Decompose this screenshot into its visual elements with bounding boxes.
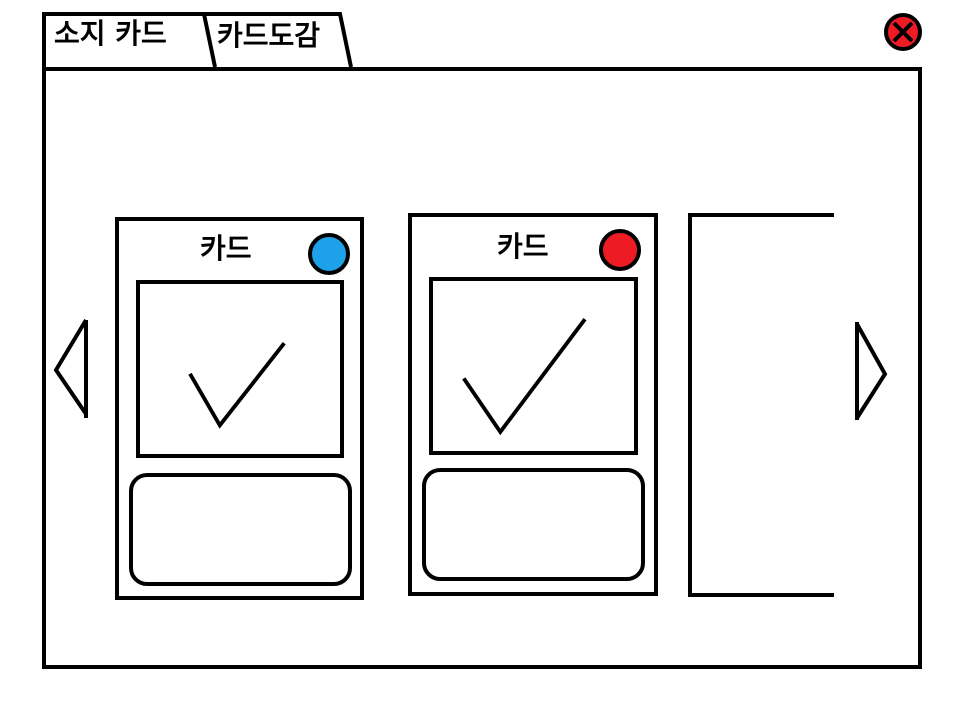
card-image: [136, 280, 344, 458]
checkmark-icon: [462, 318, 587, 436]
tab-owned-cards-label: 소지 카드: [54, 17, 167, 50]
card-description-box: [129, 473, 352, 586]
tab-bar: [42, 12, 353, 69]
tab-owned-cards[interactable]: 소지 카드: [46, 16, 206, 66]
tab-owned-cards-outline: [42, 12, 217, 69]
tab-card-collection-outline: [204, 12, 353, 68]
triangle-right-icon: [855, 322, 888, 420]
prev-button[interactable]: [52, 318, 92, 420]
close-icon-stroke: [892, 21, 914, 43]
next-button[interactable]: [851, 320, 891, 424]
triangle-left-icon: [53, 318, 88, 418]
card-dot-indicator: [599, 229, 641, 271]
card-item[interactable]: 카드: [408, 213, 658, 596]
close-button[interactable]: [883, 12, 923, 52]
card-item[interactable]: 카드: [115, 217, 364, 600]
card-item-partial[interactable]: [688, 213, 834, 597]
checkmark-icon: [188, 342, 286, 429]
card-title: 카드: [497, 230, 549, 263]
card-image: [429, 277, 638, 455]
card-dot-indicator: [308, 233, 350, 275]
close-icon: [884, 13, 922, 51]
tab-card-collection[interactable]: 카드도감: [212, 16, 346, 66]
tab-card-collection-label: 카드도감: [217, 19, 321, 52]
card-description-box: [422, 468, 645, 581]
card-title: 카드: [200, 232, 252, 265]
